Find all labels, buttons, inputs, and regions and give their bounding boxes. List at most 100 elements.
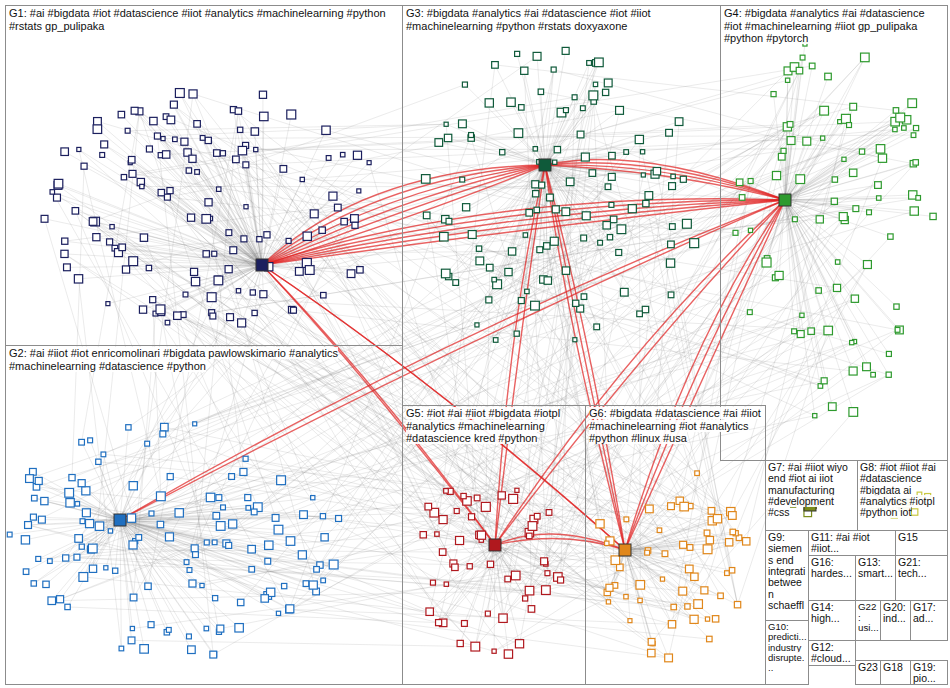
user-vertex xyxy=(911,509,917,515)
user-vertex xyxy=(611,556,620,565)
user-vertex xyxy=(187,634,192,639)
tie-line xyxy=(96,237,262,265)
tie-line xyxy=(195,548,530,590)
user-vertex xyxy=(835,260,839,264)
user-vertex xyxy=(581,294,587,300)
tie-line xyxy=(124,66,812,177)
user-vertex xyxy=(121,175,126,180)
user-vertex xyxy=(118,111,124,117)
user-vertex xyxy=(80,519,85,524)
user-vertex xyxy=(792,329,797,334)
group-box: G1: #ai #bigdata #iot #datascience #iiot… xyxy=(5,5,403,346)
tie-line xyxy=(83,577,709,639)
user-vertex xyxy=(725,539,732,546)
tie-line xyxy=(120,520,334,565)
user-vertex xyxy=(461,621,467,627)
tie-line xyxy=(475,545,495,647)
user-vertex xyxy=(277,476,286,485)
user-vertex xyxy=(463,204,470,211)
user-vertex xyxy=(616,249,622,255)
user-vertex xyxy=(74,275,82,283)
user-vertex xyxy=(718,593,724,599)
group-box: G18 xyxy=(880,660,911,685)
user-vertex xyxy=(589,170,596,177)
tie-line xyxy=(72,158,882,477)
group-label: G9: siemens end integrati between schaef… xyxy=(766,531,808,611)
user-vertex xyxy=(606,600,610,604)
user-vertex xyxy=(587,61,592,66)
user-vertex xyxy=(609,202,614,207)
user-vertex xyxy=(79,439,85,445)
tie-line xyxy=(495,545,520,644)
user-vertex xyxy=(75,502,79,506)
user-vertex xyxy=(877,196,881,200)
user-vertex xyxy=(119,244,126,251)
user-vertex xyxy=(662,551,668,557)
tie-line xyxy=(120,520,191,650)
user-vertex xyxy=(803,137,811,145)
user-vertex xyxy=(775,271,783,279)
group-box: G19: pio... xyxy=(910,660,948,685)
user-vertex xyxy=(635,135,643,143)
tie-line xyxy=(97,121,888,354)
tie-line xyxy=(167,197,640,585)
group-label: G2: #ai #iiot #iot enricomolinari #bigda… xyxy=(6,346,402,373)
user-vertex xyxy=(128,156,135,163)
tie-line xyxy=(495,65,545,165)
tie-line xyxy=(785,200,801,334)
user-vertex xyxy=(435,532,439,536)
user-vertex xyxy=(101,452,106,457)
strong-tie-line xyxy=(262,265,625,550)
user-vertex xyxy=(930,213,936,219)
tie-line xyxy=(446,545,495,584)
tie-line xyxy=(79,279,122,649)
user-vertex xyxy=(485,99,493,107)
user-vertex xyxy=(107,239,113,245)
user-vertex xyxy=(61,250,68,257)
tie-line xyxy=(215,243,600,543)
user-vertex xyxy=(225,266,232,273)
user-vertex xyxy=(187,214,194,221)
user-vertex xyxy=(665,654,673,662)
user-vertex xyxy=(96,459,101,464)
group-box: G2: #ai #iiot #iot enricomolinari #bigda… xyxy=(5,345,403,685)
user-vertex xyxy=(310,210,318,218)
user-vertex xyxy=(498,492,505,499)
tie-line xyxy=(58,185,477,498)
strong-tie-line xyxy=(495,200,785,545)
tie-line xyxy=(477,498,683,545)
user-vertex xyxy=(533,147,537,151)
tie-line xyxy=(82,111,140,442)
user-vertex xyxy=(108,529,112,533)
user-vertex xyxy=(624,594,628,598)
user-vertex xyxy=(187,568,192,573)
tie-line xyxy=(144,238,258,508)
user-vertex xyxy=(849,367,857,375)
group-label: G5: #iot #ai #iiot #bigdata #iotpl #anal… xyxy=(403,406,585,446)
strong-tie-line xyxy=(495,165,545,545)
strong-tie-line xyxy=(625,200,785,550)
user-vertex xyxy=(913,126,918,131)
tie-line xyxy=(77,557,698,604)
user-vertex xyxy=(916,196,921,201)
user-vertex xyxy=(175,89,184,98)
user-vertex xyxy=(440,232,449,241)
user-vertex xyxy=(291,307,297,313)
hub-vertex xyxy=(489,539,501,551)
user-vertex xyxy=(563,108,568,113)
user-vertex xyxy=(824,326,833,335)
tie-line xyxy=(541,92,913,164)
user-vertex xyxy=(233,156,240,163)
tie-line xyxy=(549,263,767,513)
tie-line xyxy=(785,200,820,386)
user-vertex xyxy=(160,431,166,437)
tie-line xyxy=(120,520,325,537)
user-vertex xyxy=(236,289,240,293)
user-vertex xyxy=(888,234,893,239)
strong-tie-line xyxy=(495,534,625,550)
tie-line xyxy=(465,85,545,165)
tie-line xyxy=(325,71,788,537)
user-vertex xyxy=(459,120,467,128)
user-vertex xyxy=(542,586,551,595)
tie-line xyxy=(132,576,515,629)
